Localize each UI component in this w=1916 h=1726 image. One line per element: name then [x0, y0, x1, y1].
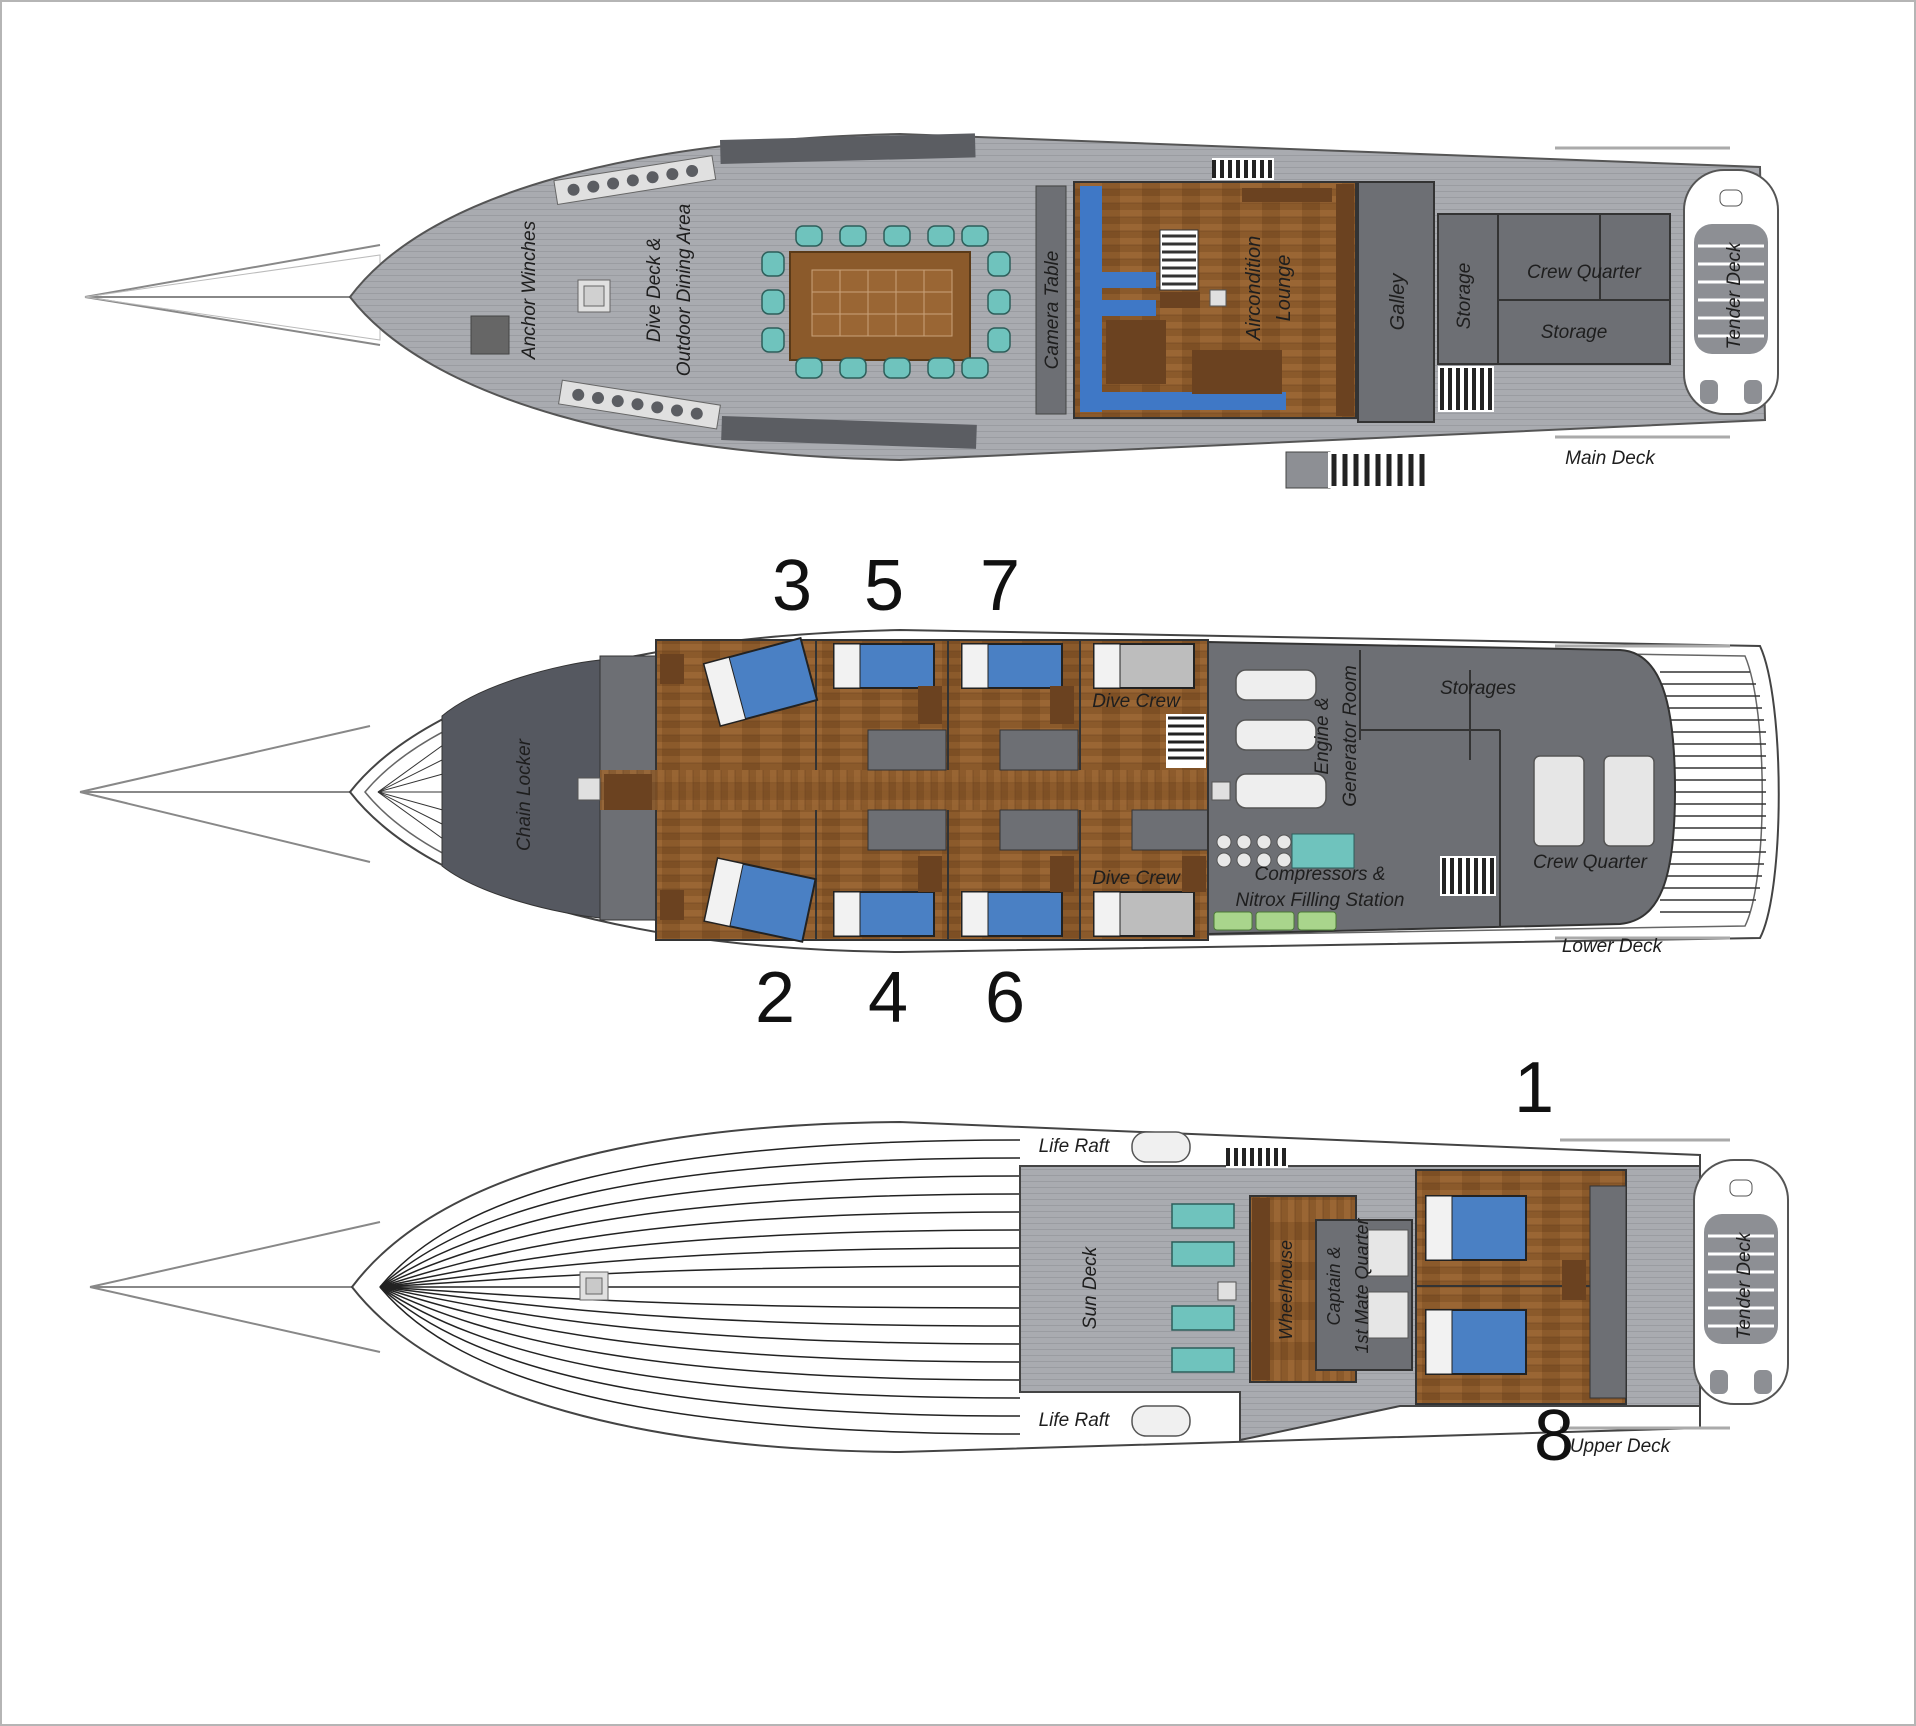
cabin-number-2: 2	[755, 958, 795, 1038]
label-storage-vertical: Storage	[1454, 263, 1475, 330]
label-storages: Storages	[1440, 678, 1517, 699]
main-deck-title: Main Deck	[1565, 448, 1656, 469]
label-sun-deck: Sun Deck	[1080, 1245, 1101, 1329]
lower-deck-title: Lower Deck	[1562, 936, 1664, 957]
cabin-number-6: 6	[985, 958, 1025, 1038]
lower-deck: 3 5 7 2 4 6 Chain Locker Dive Crew Dive …	[79, 546, 1780, 1038]
label-lower-crew-quarter: Crew Quarter	[1533, 852, 1648, 873]
label-lounge-line1: Aircondition	[1243, 236, 1265, 342]
label-storage: Storage	[1541, 322, 1608, 343]
label-compressors-line1: Compressors &	[1255, 864, 1386, 885]
cabin-number-5: 5	[864, 546, 904, 626]
label-chain-locker: Chain Locker	[514, 738, 535, 851]
label-life-raft-bottom: Life Raft	[1039, 1410, 1110, 1431]
storage-vertical	[1437, 213, 1499, 365]
label-dive-crew-bottom: Dive Crew	[1092, 868, 1181, 889]
cabin-number-1: 1	[1514, 1048, 1554, 1128]
upper-deck: 1 8 Life Raft Life Raft Sun Deck Wheelho…	[89, 1048, 1789, 1476]
cabin-number-8: 8	[1534, 1396, 1574, 1476]
label-crew-quarter: Crew Quarter	[1527, 262, 1642, 283]
upper-deck-title: Upper Deck	[1570, 1436, 1672, 1457]
label-wheelhouse: Wheelhouse	[1276, 1240, 1296, 1340]
label-dive-deck-line2: Outdoor Dining Area	[674, 204, 695, 377]
label-compressors-line2: Nitrox Filling Station	[1236, 890, 1405, 911]
label-upper-tender-deck: Tender Deck	[1734, 1231, 1755, 1340]
label-lounge-line2: Lounge	[1273, 255, 1295, 322]
label-life-raft-top: Life Raft	[1039, 1136, 1110, 1157]
cabin-number-3: 3	[772, 546, 812, 626]
label-engine-line1: Engine &	[1312, 697, 1333, 774]
label-galley: Galley	[1387, 273, 1409, 331]
label-engine-line2: Generator Room	[1340, 665, 1361, 807]
label-camera-table: Camera Table	[1042, 251, 1063, 370]
galley	[1357, 181, 1435, 423]
camera-table	[1035, 185, 1067, 415]
cabin-number-4: 4	[868, 958, 908, 1038]
label-tender-deck: Tender Deck	[1724, 241, 1745, 350]
label-dive-crew-top: Dive Crew	[1092, 691, 1181, 712]
label-captain-line2: 1st Mate Quarter	[1352, 1217, 1372, 1353]
label-anchor-winches: Anchor Winches	[519, 220, 540, 360]
cabin-number-7: 7	[980, 546, 1020, 626]
crew-quarter-area	[1497, 213, 1671, 365]
label-captain-line1: Captain &	[1324, 1246, 1344, 1325]
label-dive-deck-line1: Dive Deck &	[644, 238, 665, 343]
main-deck: Anchor Winches Dive Deck & Outdoor Dinin…	[84, 132, 1779, 489]
